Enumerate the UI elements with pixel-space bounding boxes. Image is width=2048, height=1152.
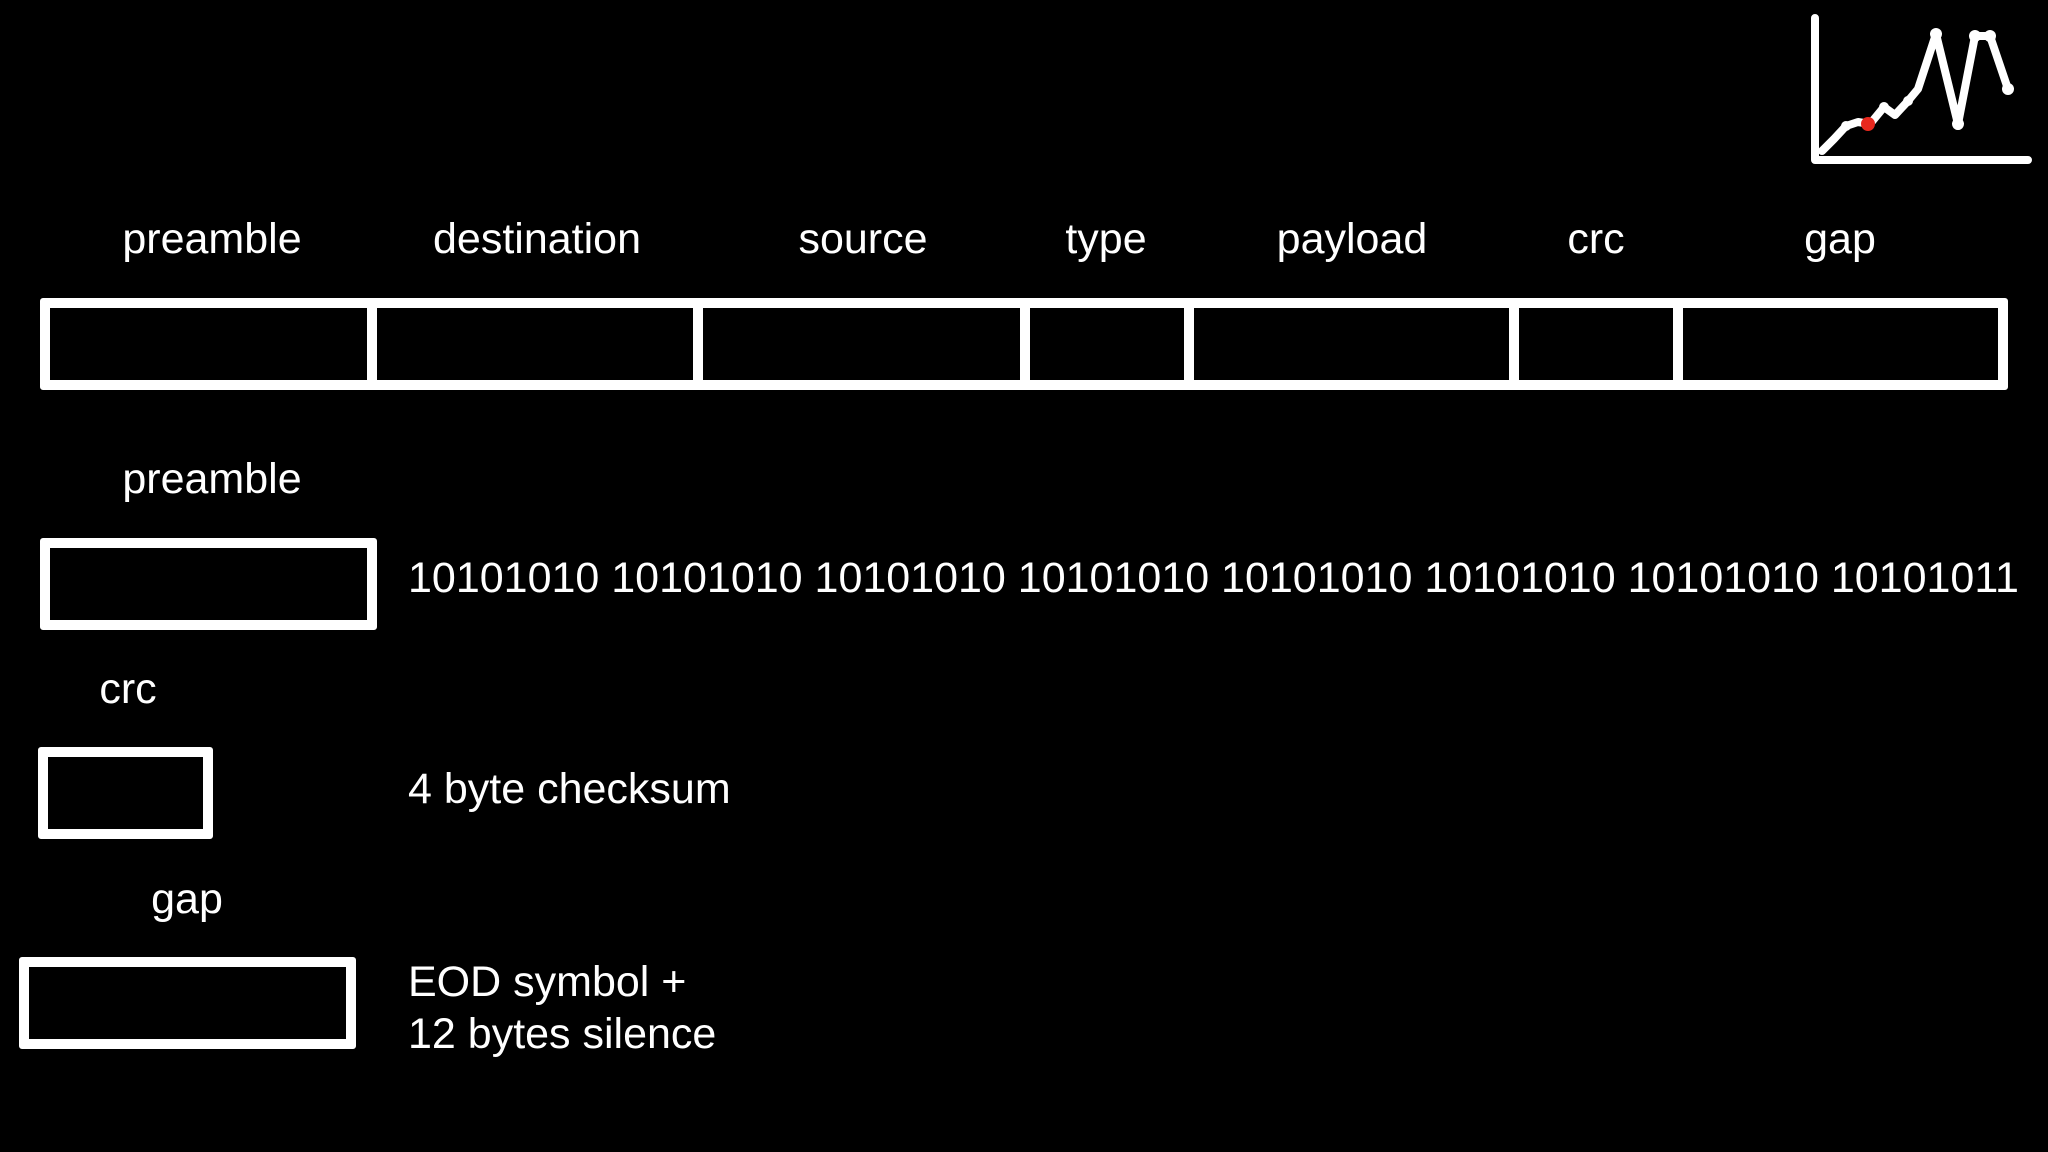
crc-box xyxy=(38,747,213,839)
detail-label-crc: crc xyxy=(99,665,157,713)
field-label-payload: payload xyxy=(1276,215,1428,263)
crc-description: 4 byte checksum xyxy=(408,765,731,813)
field-label-type: type xyxy=(1065,215,1147,263)
preamble-box xyxy=(40,538,377,630)
preamble-bits: 10101010 10101010 10101010 10101010 1010… xyxy=(408,554,2019,602)
field-divider xyxy=(693,308,703,380)
field-divider xyxy=(1509,308,1519,380)
line-chart-icon xyxy=(1811,14,2032,164)
field-label-gap: gap xyxy=(1804,215,1876,263)
gap-description: EOD symbol + 12 bytes silence xyxy=(408,958,717,1058)
detail-label-gap: gap xyxy=(151,875,223,923)
field-label-preamble: preamble xyxy=(122,215,302,263)
gap-box xyxy=(19,957,356,1049)
frame-diagram xyxy=(40,298,2008,390)
field-divider xyxy=(1020,308,1030,380)
field-label-destination: destination xyxy=(433,215,641,263)
field-divider xyxy=(1673,308,1683,380)
field-label-crc: crc xyxy=(1567,215,1625,263)
detail-label-preamble: preamble xyxy=(122,455,302,503)
field-divider xyxy=(367,308,377,380)
field-label-source: source xyxy=(798,215,928,263)
field-divider xyxy=(1184,308,1194,380)
